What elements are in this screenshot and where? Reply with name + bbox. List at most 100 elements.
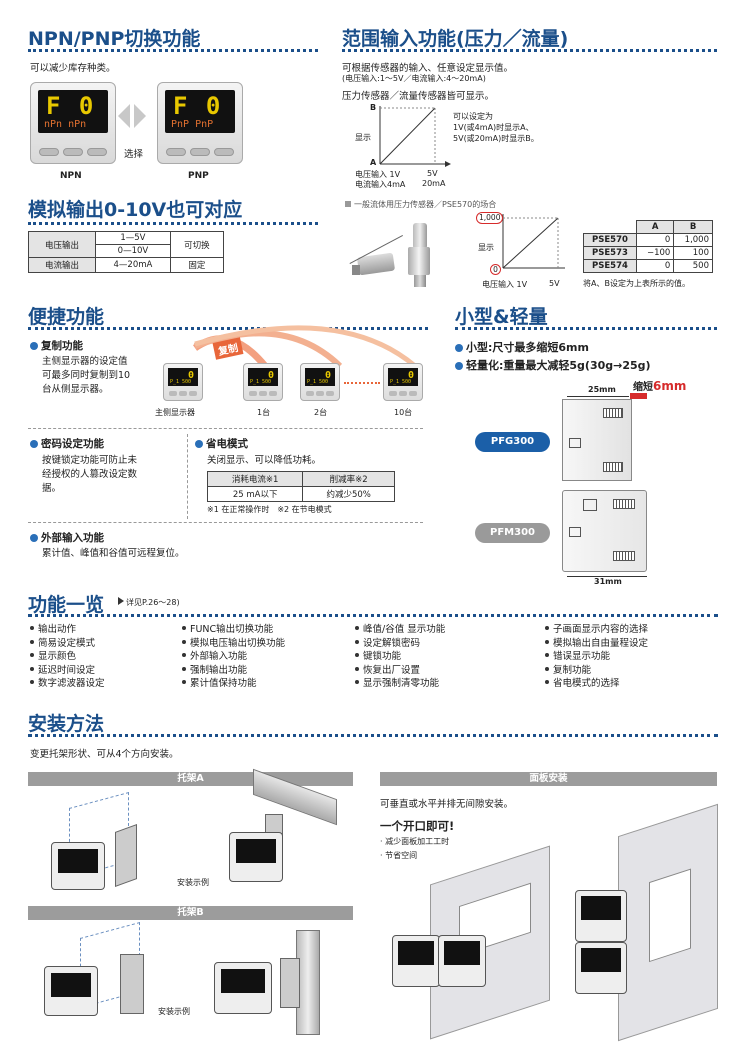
pressure-sensor-image (349, 215, 450, 290)
panel-horizontal-displays (392, 935, 492, 995)
feature-item: 模拟电压输出切换功能 (182, 637, 285, 651)
copy-feature-title-text: 复制功能 (41, 340, 83, 352)
feature-item: 键锁功能 (355, 650, 445, 664)
pfm300-side-view (562, 490, 647, 572)
range-title-divider (342, 49, 717, 52)
pse-model: PSE573 (583, 246, 637, 260)
pfg300-side-view (562, 399, 632, 481)
bracket-a-example: 安装示例 (177, 878, 209, 887)
eco-note: ※1 在正常操作时 ※2 在节电模式 (207, 505, 332, 514)
features-ref: 详见P.26～28) (118, 597, 180, 608)
lock-feature-title-text: 密码设定功能 (41, 438, 104, 450)
features-col-2: FUNC输出切换功能 模拟电压输出切换功能 外部输入功能 强制输出功能 累计值保… (182, 623, 285, 691)
ext-feature-title: 外部输入功能 (30, 530, 104, 545)
convenient-title-divider (28, 327, 428, 330)
graph-axis-b: B (370, 103, 377, 112)
lock-desc-1: 按键锁定功能可防止未 (42, 455, 138, 466)
eco-header: 消耗电流※1 (206, 471, 304, 487)
graph-x-current: 电流输入4mA (355, 180, 406, 189)
feature-item: 显示颜色 (30, 650, 105, 664)
graph-note-1: 可以设定为 (453, 112, 493, 121)
convenient-section-title: 便捷功能 (28, 306, 105, 328)
feature-item: 外部输入功能 (182, 650, 285, 664)
feature-item: 简易设定模式 (30, 637, 105, 651)
install-desc: 变更托架形状、可从4个方向安装。 (30, 749, 179, 760)
npn-label: NPN (60, 171, 82, 181)
feature-item: 设定解锁密码 (355, 637, 445, 651)
range-desc-2: (电压输入:1～5V／电流输入:4～20mA) (342, 74, 486, 83)
features-col-4: 子画面显示内容的选择 模拟输出自由量程设定 错误显示功能 复制功能 省电模式的选… (545, 623, 648, 691)
lock-feature-title: 密码设定功能 (30, 436, 104, 451)
pse-header: A (635, 220, 675, 234)
analog-section-title: 模拟输出0-10V也可对应 (28, 199, 243, 221)
features-col-3: 峰值/谷值 显示功能 设定解锁密码 键锁功能 恢复出厂设置 显示强制清零功能 (355, 623, 445, 691)
panel-point-1: · 减少面板加工工时 (380, 837, 450, 846)
select-label: 选择 (124, 149, 144, 160)
npn-section-title: NPN/PNP切换功能 (28, 28, 201, 50)
graph-note-2: 1V(或4mA)时显示A、 (453, 123, 534, 132)
mini-main-value: 0 (267, 370, 274, 381)
dim-short-label: 缩短 (633, 382, 653, 393)
npn-display-sub: nPn nPn (44, 119, 87, 131)
mini-sub-value: P_1 500 (170, 379, 192, 385)
features-title-divider (28, 614, 718, 617)
analog-cell: 1—5V (95, 231, 171, 245)
bracket-b-example: 安装示例 (158, 1007, 190, 1016)
mini-sub-value: P_1 500 (250, 379, 272, 385)
feature-item: 延迟时间设定 (30, 664, 105, 678)
pse-cell: 0 (635, 259, 675, 273)
unit-10-label: 10台 (394, 408, 413, 417)
features-section-title: 功能一览 (28, 594, 105, 616)
feature-item: 省电模式的选择 (545, 677, 648, 691)
feature-item: 数字滤波器设定 (30, 677, 105, 691)
features-ref-text: 详见P.26～28) (126, 598, 180, 607)
mini-main-value: 0 (407, 370, 414, 381)
dim-short-value: 6mm (653, 379, 687, 393)
graph-ylabel: 显示 (355, 133, 371, 142)
analog-row-label: 电压输出 (28, 231, 96, 258)
dim-bottom-label: 31mm (594, 577, 622, 586)
copy-desc-1: 主侧显示器的设定值 (42, 356, 128, 367)
pnp-label: PNP (188, 171, 209, 181)
unit-1-label: 1台 (257, 408, 271, 417)
play-icon (118, 597, 124, 605)
divider (187, 434, 188, 519)
eco-feature-title-text: 省电模式 (206, 438, 248, 450)
arrow-left-icon (118, 104, 130, 128)
pse570-graph (502, 214, 565, 269)
mini-sub-value: P_1 500 (390, 379, 412, 385)
npn-display-main: F 0 (46, 92, 96, 120)
analog-cell: 0—10V (95, 244, 171, 258)
npn-title-divider (28, 49, 318, 52)
ext-desc: 累计值、峰值和谷值可远程复位。 (42, 548, 185, 559)
panel-point-2: · 节省空间 (380, 851, 418, 860)
bracket-b-mounted (210, 930, 335, 1040)
analog-cell: 固定 (169, 257, 225, 273)
graph-x-current-end: 20mA (422, 179, 446, 188)
analog-title-divider (28, 222, 318, 225)
npn-desc: 可以减少库存种类。 (30, 63, 116, 74)
graph-note-3: 5V(或20mA)时显示B。 (453, 134, 539, 143)
dim-short-bar (630, 393, 647, 399)
pse-cell: −100 (635, 246, 675, 260)
eco-desc: 关闭显示、可以降低功耗。 (207, 455, 322, 466)
graph-axis-a: A (370, 158, 377, 167)
mini-sub-value: P_1 500 (307, 379, 329, 385)
lock-desc-2: 经授权的人篡改设定数 (42, 469, 138, 480)
graph-x-volt-end: 5V (427, 169, 438, 178)
pse-cell: 100 (673, 246, 713, 260)
pse-model: PSE574 (583, 259, 637, 273)
mini-main-value: 0 (187, 370, 194, 381)
panel-mount-bar: 面板安装 (380, 772, 717, 786)
bracket-a-mounted (225, 768, 340, 900)
feature-item: 强制输出功能 (182, 664, 285, 678)
bracket-a-exploded (45, 791, 155, 895)
unit-2-label: 2台 (314, 408, 328, 417)
analog-row-label: 电流输出 (28, 257, 96, 273)
feature-item: 子画面显示内容的选择 (545, 623, 648, 637)
compact-line-2-text: 轻量化:重量最大减轻5g(30g→25g) (466, 359, 651, 372)
